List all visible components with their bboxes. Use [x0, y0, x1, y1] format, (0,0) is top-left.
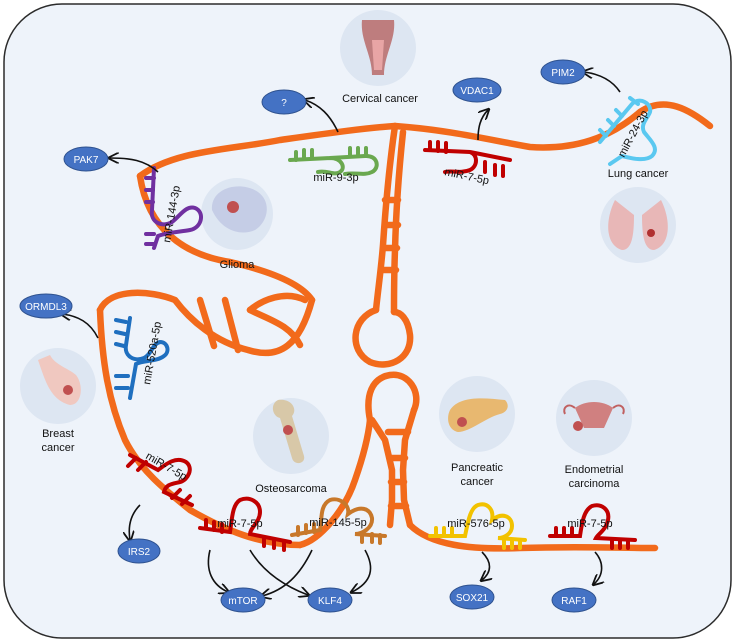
svg-text:?: ?: [281, 98, 287, 109]
glioma-icon-group: Glioma: [201, 178, 273, 271]
mir-145-5p-hairpin: [290, 497, 387, 545]
mir-7-5p-top-hairpin: [423, 140, 512, 178]
arrow-to-unknown: [305, 100, 339, 133]
svg-text:RAF1: RAF1: [561, 596, 587, 607]
arrow-to-vdac1: [477, 110, 488, 141]
pancreatic-cancer-label-1: Pancreatic: [451, 462, 503, 474]
svg-text:KLF4: KLF4: [318, 596, 342, 607]
endometrial-carcinoma-label-2: carcinoma: [569, 478, 621, 490]
glioma-label: Glioma: [220, 259, 256, 271]
mir-7-5p-right-label: miR-7-5p: [567, 518, 612, 530]
mir-7-5p-bottom-hairpin: [198, 496, 292, 552]
breast-icon-group: Breast cancer: [20, 348, 96, 454]
mir-7-5p-left-hairpin: [126, 453, 194, 507]
arrow-to-pak7: [110, 158, 159, 173]
arrow-to-sox21: [482, 551, 490, 580]
target-pak7: PAK7: [63, 146, 109, 172]
mir-9-3p-hairpin: [288, 146, 379, 176]
target-ormdl3: ORMDL3: [19, 293, 73, 319]
target-mtor: mTOR: [220, 587, 266, 613]
arrow-to-ormdl3: [62, 314, 99, 339]
mir-9-3p-label: miR-9-3p: [313, 172, 358, 184]
arrow-mir145-to-mtor: [262, 549, 313, 596]
lung-icon-group: Lung cancer: [600, 168, 676, 263]
mir-7-5p-bottom-label: miR-7-5p: [217, 518, 262, 530]
pancreatic-cancer-label-2: cancer: [460, 476, 493, 488]
breast-cancer-label-2: cancer: [41, 442, 74, 454]
osteosarcoma-icon-group: Osteosarcoma: [253, 398, 329, 495]
mir-144-3p-hairpin: [144, 166, 203, 250]
mir-576-5p-label: miR-576-5p: [447, 518, 504, 530]
target-irs2: IRS2: [117, 538, 161, 564]
arrow-to-irs2: [129, 504, 141, 540]
breast-cancer-label-1: Breast: [42, 428, 74, 440]
target-vdac1: VDAC1: [452, 77, 502, 103]
mir-520a-5p-hairpin: [114, 316, 170, 400]
target-klf4: KLF4: [307, 587, 353, 613]
circrna-strand: [96, 101, 714, 552]
svg-text:IRS2: IRS2: [128, 547, 151, 558]
endometrial-carcinoma-label-1: Endometrial: [565, 464, 624, 476]
arrow-mir7-to-mtor: [207, 549, 228, 592]
svg-text:VDAC1: VDAC1: [460, 86, 494, 97]
cervical-cancer-label: Cervical cancer: [342, 93, 418, 105]
arrow-to-raf1: [594, 551, 602, 584]
svg-text:PIM2: PIM2: [551, 68, 575, 79]
svg-text:SOX21: SOX21: [456, 593, 489, 604]
mir-576-5p-hairpin: [428, 502, 527, 550]
mir-24-3p-hairpin: [598, 96, 657, 166]
lung-cancer-label: Lung cancer: [608, 168, 669, 180]
cervical-icon-group: Cervical cancer: [340, 10, 418, 105]
target-pim2: PIM2: [540, 59, 586, 85]
osteosarcoma-label: Osteosarcoma: [255, 483, 327, 495]
pancreatic-icon-group: Pancreatic cancer: [439, 376, 515, 488]
regulation-arrows: [62, 72, 621, 596]
svg-text:ORMDL3: ORMDL3: [25, 302, 67, 313]
arrow-mir7-to-klf4: [249, 549, 308, 595]
endometrial-icon-group: Endometrial carcinoma: [556, 380, 632, 490]
svg-text:PAK7: PAK7: [74, 155, 99, 166]
arrow-mir145-to-klf4: [352, 549, 372, 592]
mir-7-5p-right-hairpin: [548, 503, 637, 550]
target-unknown: ?: [261, 89, 307, 115]
mir-145-5p-label: miR-145-5p: [309, 517, 366, 529]
target-sox21: SOX21: [449, 584, 495, 610]
arrow-to-pim2: [584, 72, 621, 93]
svg-text:mTOR: mTOR: [228, 596, 257, 607]
target-raf1: RAF1: [551, 587, 597, 613]
